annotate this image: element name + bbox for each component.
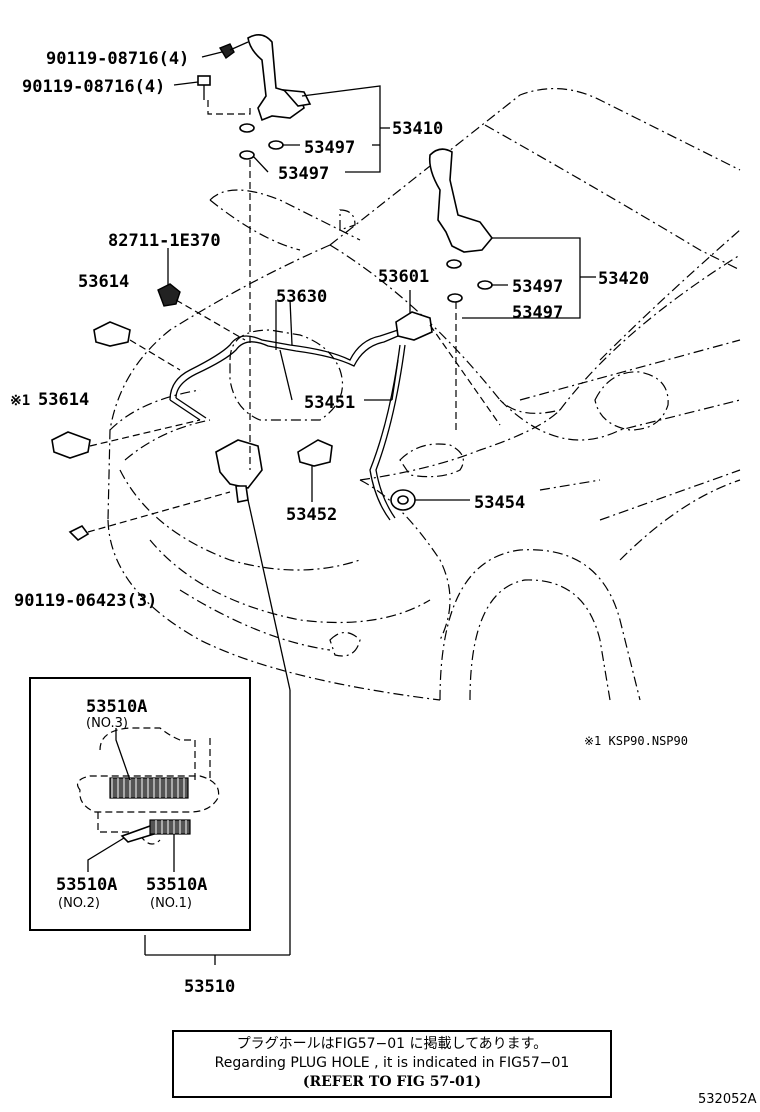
label-bolt-upper: 90119-08716(4) <box>46 49 189 69</box>
label-spring-no3: 53510A <box>86 697 147 717</box>
hinge-lh <box>247 34 312 122</box>
label-spring-no1: 53510A <box>146 875 207 895</box>
label-spring-no2: 53510A <box>56 875 117 895</box>
lock-bracket-53452 <box>297 439 333 467</box>
reference-note: プラグホールはFIG57−01 に掲載してあります。 Regarding PLU… <box>172 1030 612 1098</box>
grommet-53454 <box>390 489 416 511</box>
leader-lines <box>87 51 596 533</box>
lock-bolt <box>68 524 90 542</box>
label-bolt-lower: 90119-08716(4) <box>22 77 165 97</box>
release-cables <box>169 329 406 521</box>
label-hinge-rh-washer-2: 53497 <box>512 303 563 323</box>
label-hinge-rh-washer-1: 53497 <box>512 277 563 297</box>
figure-id: 532052A <box>698 1092 757 1107</box>
spring-no1 <box>149 819 191 835</box>
spring-inset <box>29 677 251 931</box>
support-clip-upper <box>93 321 131 347</box>
label-grommet: 53454 <box>474 493 525 513</box>
label-support-clip-1: 53614 <box>78 272 129 292</box>
bolt-lh-lower <box>197 75 211 100</box>
label-clip: 82711-1E370 <box>108 231 221 251</box>
part-labels: 90119-08716(4) 90119-08716(4) 53410 5349… <box>10 49 688 997</box>
reference-line-3: (REFER TO FIG 57-01) <box>302 1074 482 1090</box>
label-spring-no1-sub: (NO.1) <box>150 896 192 911</box>
label-lock-bolt: 90119-06423(3) <box>14 591 157 611</box>
label-hinge-rh: 53420 <box>598 269 649 289</box>
label-cable-right: 53601 <box>378 267 429 287</box>
label-cable-mid: 53630 <box>276 287 327 307</box>
washer-lh <box>239 123 284 160</box>
label-spring-no2-sub: (NO.2) <box>58 896 100 911</box>
connector-53601 <box>395 311 433 341</box>
support-clip-lower <box>51 431 91 459</box>
label-hinge-lh: 53410 <box>392 119 443 139</box>
label-lock-assy: 53510 <box>184 977 235 997</box>
reference-line-2: Regarding PLUG HOLE , it is indicated in… <box>214 1055 570 1071</box>
clip-82711 <box>157 283 181 307</box>
label-lock-bracket: 53452 <box>286 505 337 525</box>
spring-no3 <box>109 777 189 799</box>
bolt-lh-upper <box>218 41 249 60</box>
label-note: ※1 KSP90.NSP90 <box>584 734 688 748</box>
label-support-clip-2-marker: ※1 <box>10 393 30 409</box>
label-spring-no3-sub: (NO.3) <box>86 716 128 731</box>
reference-line-1: プラグホールはFIG57−01 に掲載してあります。 <box>236 1036 548 1052</box>
hinge-rh <box>428 148 494 253</box>
label-hinge-lh-washer-2: 53497 <box>278 164 329 184</box>
label-support-clip-2: 53614 <box>38 390 89 410</box>
label-hinge-lh-washer-1: 53497 <box>304 138 355 158</box>
washer-rh <box>446 259 493 303</box>
vehicle-outline <box>107 88 741 701</box>
label-hood-stay: 53451 <box>304 393 355 413</box>
